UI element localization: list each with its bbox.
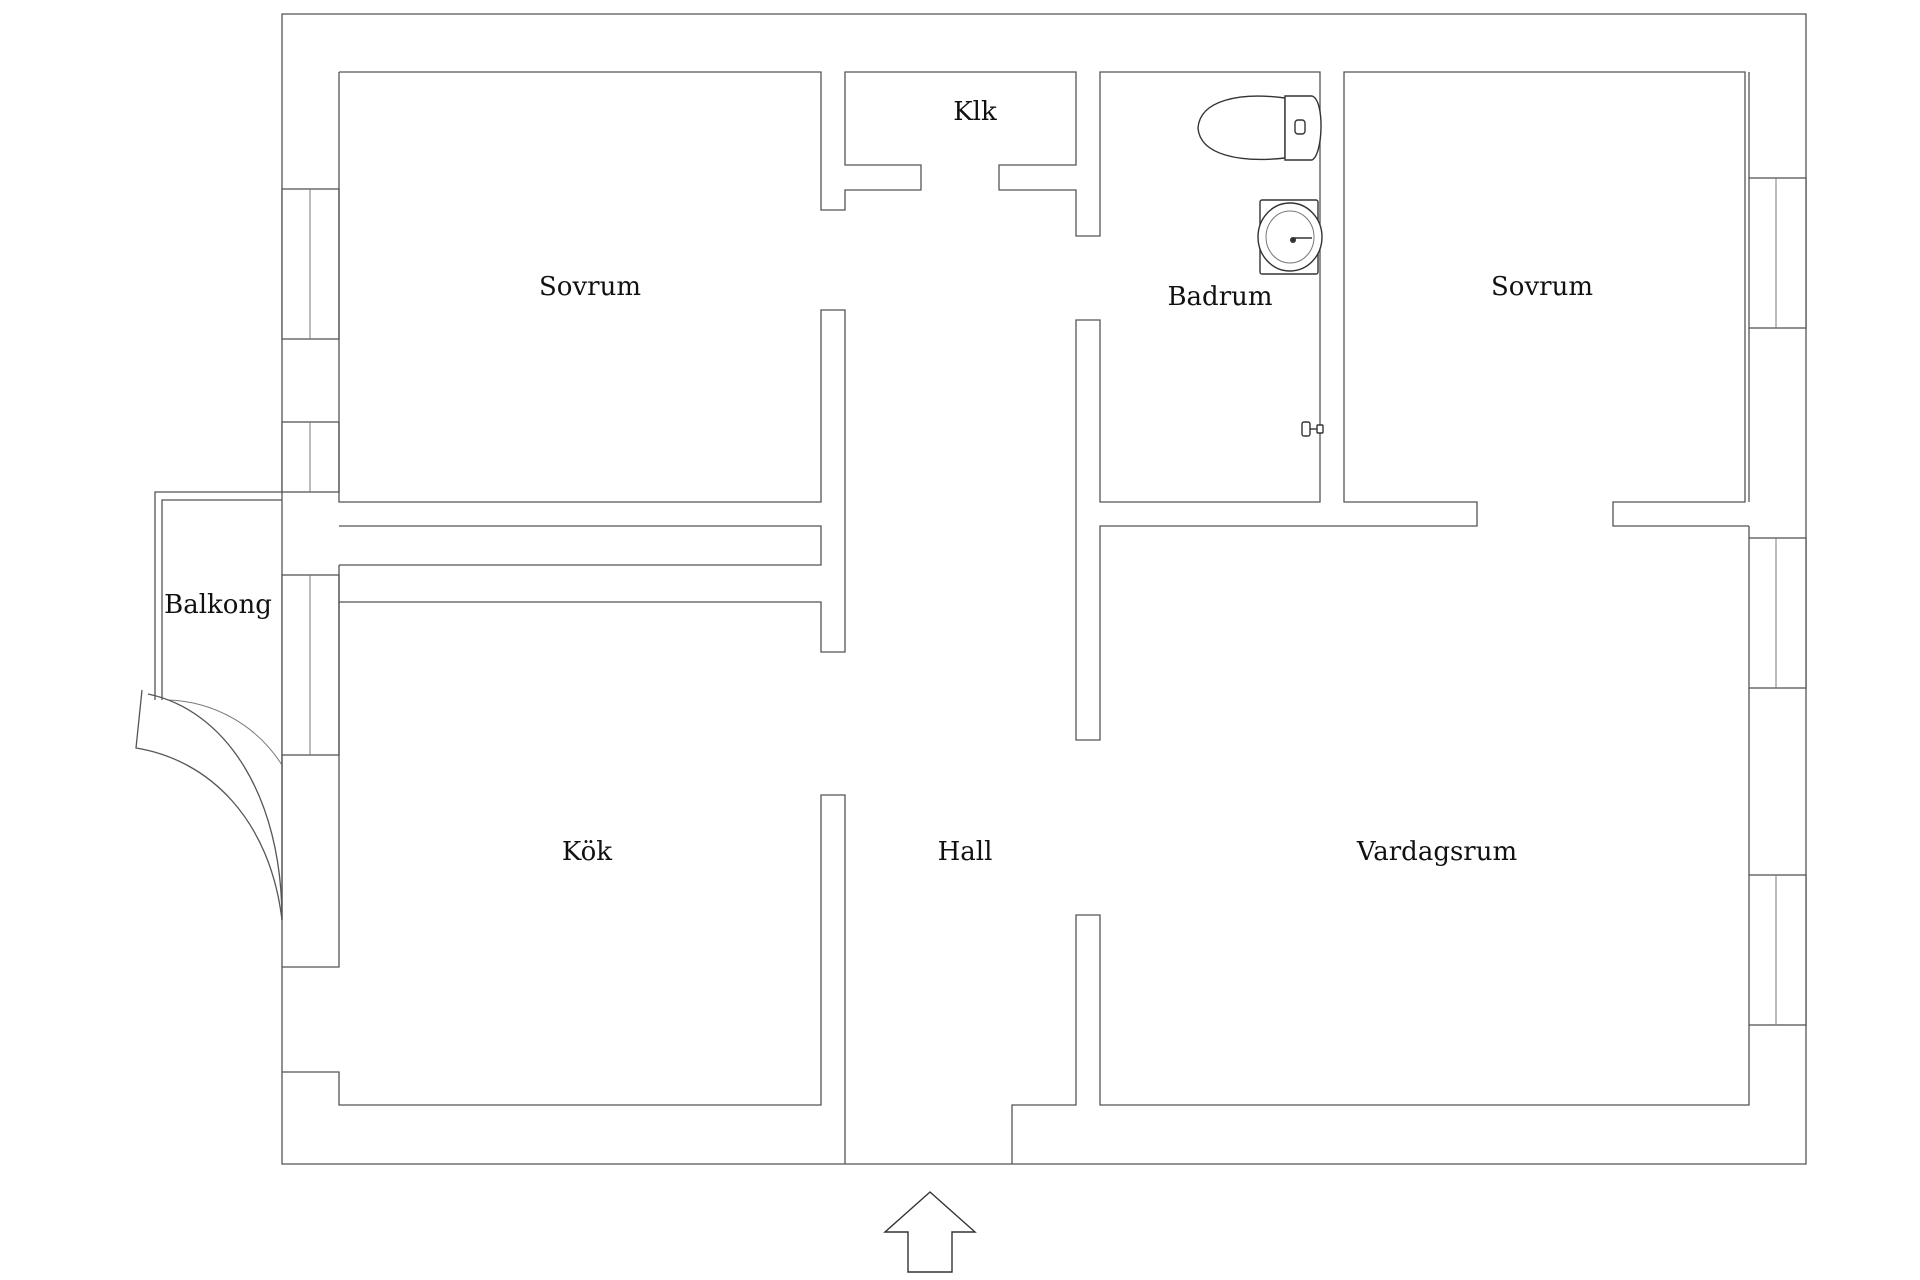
entrance-arrow-icon [883, 1191, 977, 1273]
room-label-klk: Klk [953, 97, 997, 127]
window-right-1 [1748, 177, 1807, 329]
room-label-badrum: Badrum [1167, 282, 1272, 312]
window-right-3 [1748, 874, 1807, 1026]
room-label-kok: Kök [562, 837, 612, 867]
sink-icon [1257, 199, 1323, 275]
room-label-balkong: Balkong [164, 590, 272, 620]
shower-tap-icon [1301, 421, 1324, 437]
window-right-2 [1748, 537, 1807, 689]
room-label-sovrum-left: Sovrum [539, 272, 641, 302]
room-label-sovrum-right: Sovrum [1491, 272, 1593, 302]
balcony [135, 491, 283, 921]
toilet-icon [1197, 95, 1322, 161]
room-label-vardagsrum: Vardagsrum [1356, 837, 1517, 867]
room-label-hall: Hall [938, 837, 993, 867]
outer-walls [281, 13, 1807, 1165]
interior-walls [282, 71, 1750, 1164]
